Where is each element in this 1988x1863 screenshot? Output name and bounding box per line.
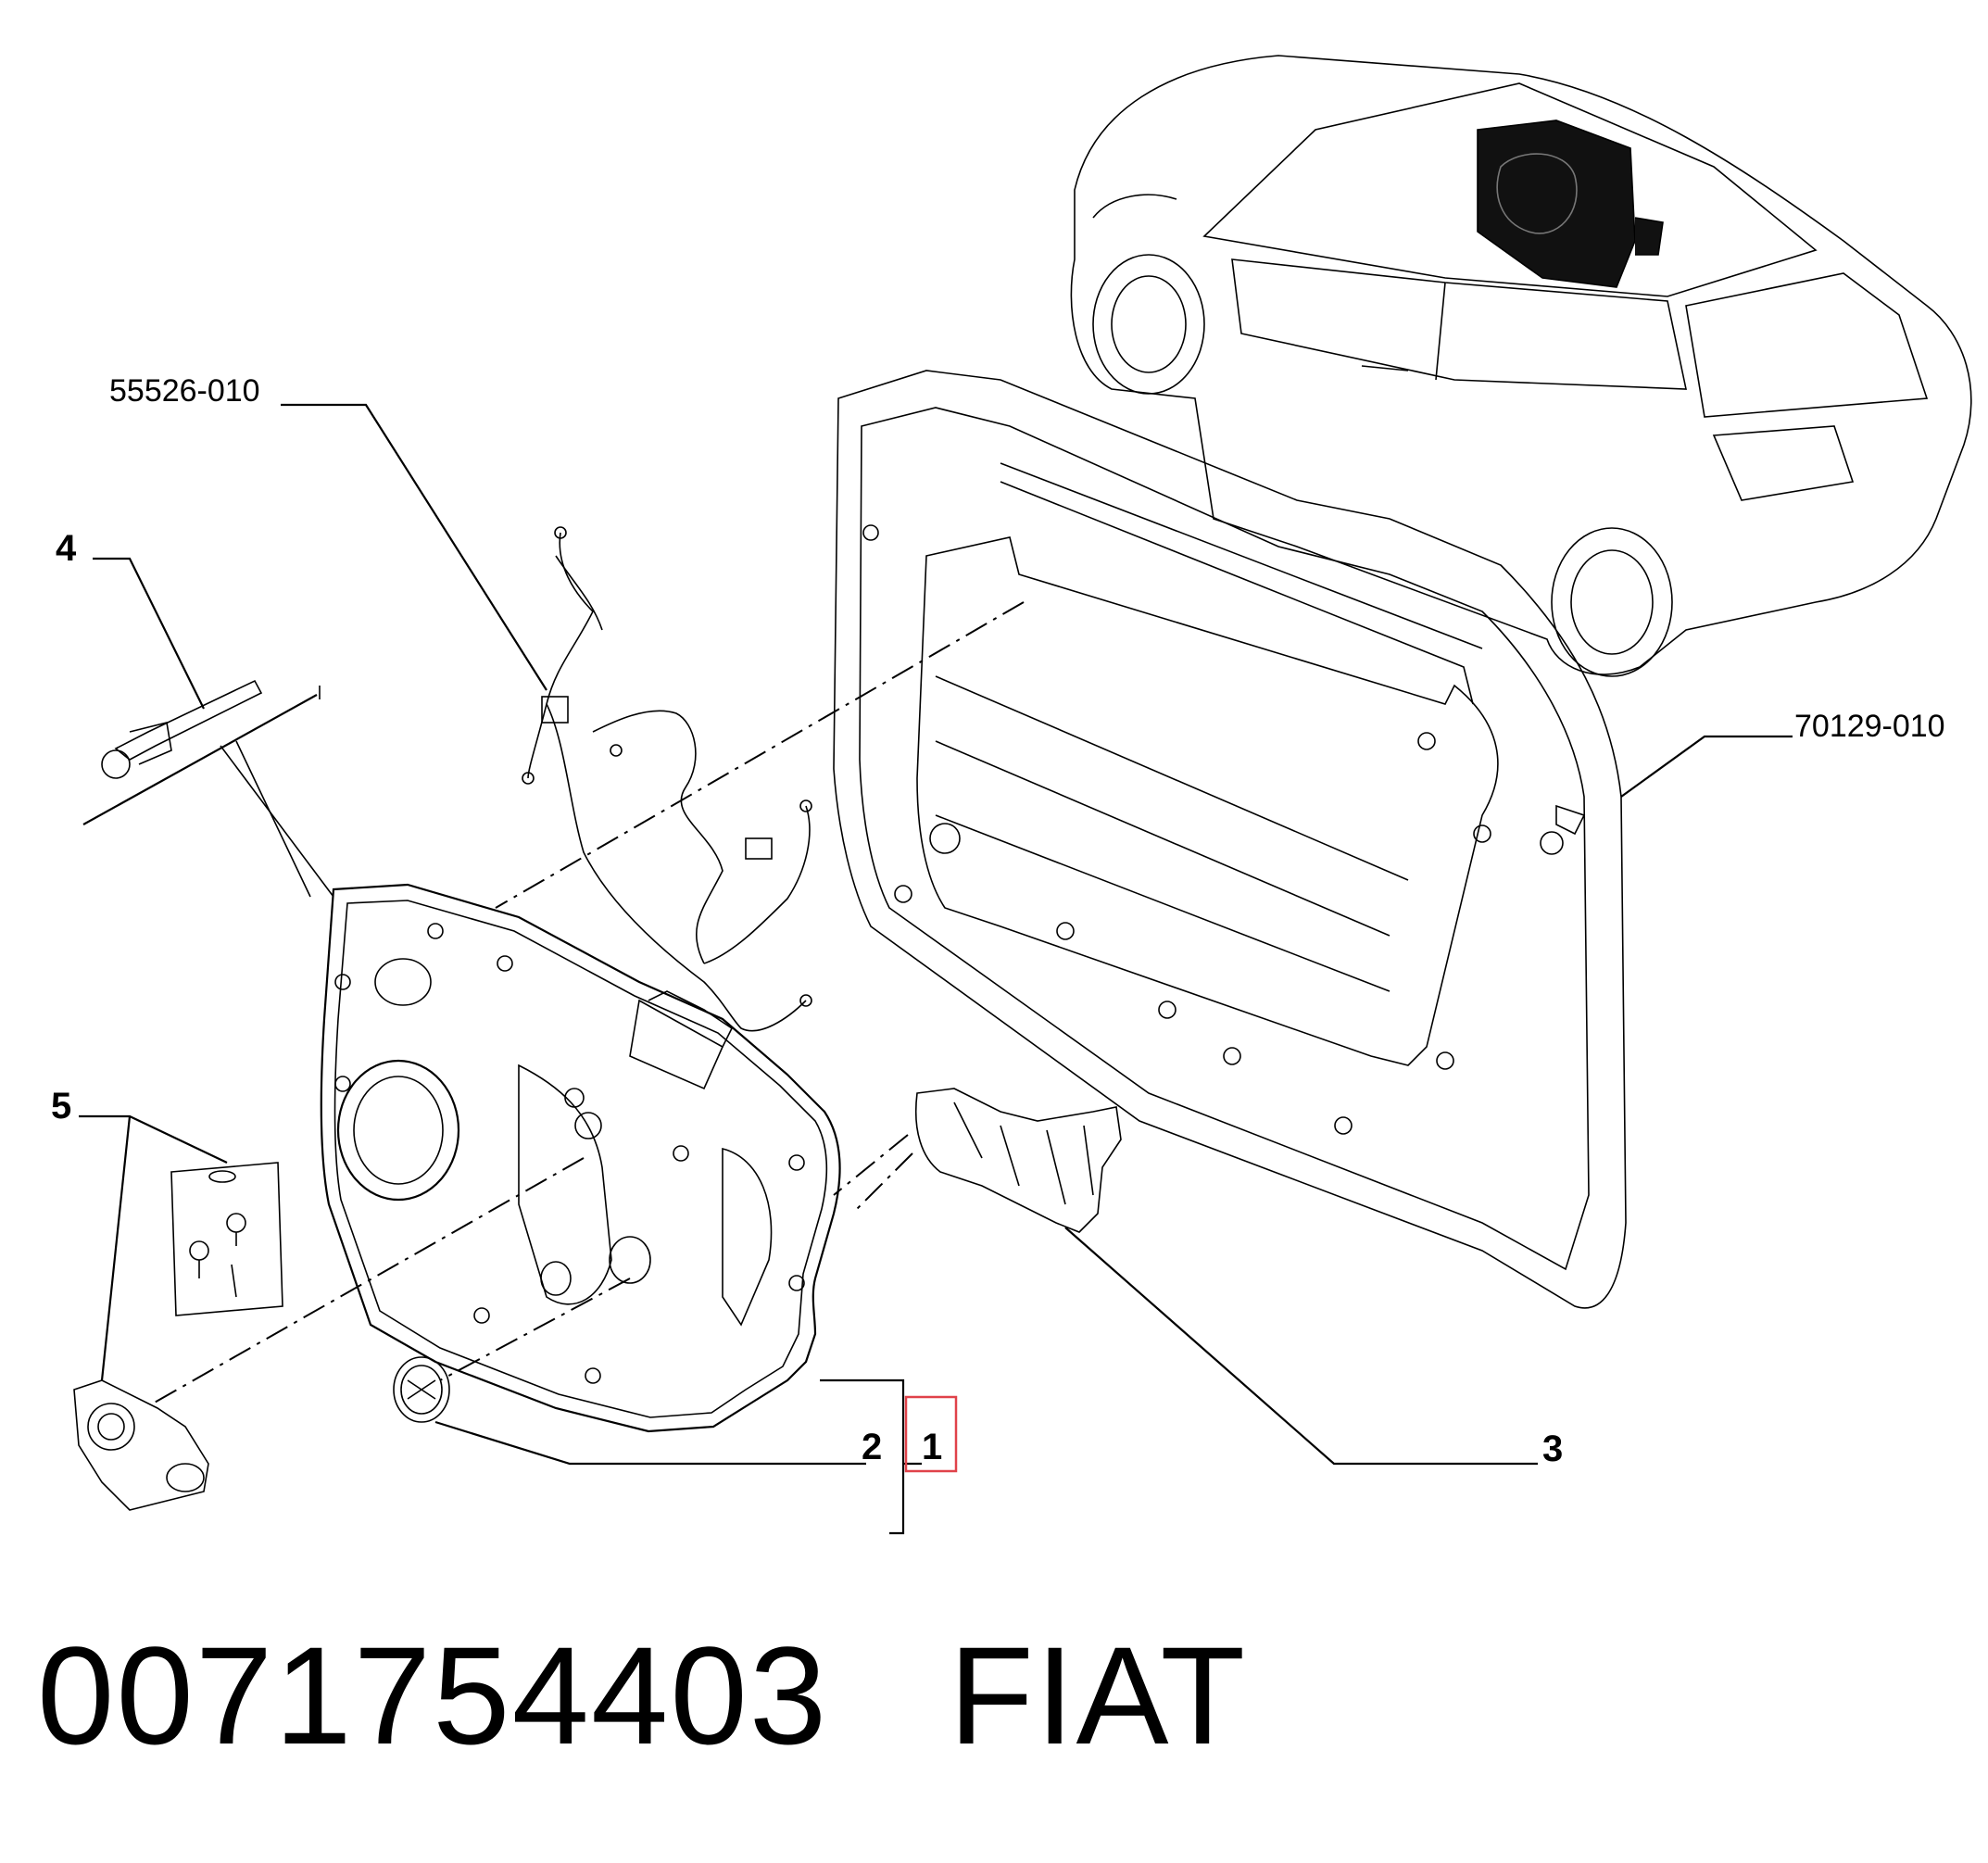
leader-lines [79, 403, 1793, 1535]
wiring-harness-illustration [522, 526, 812, 1032]
grommet-illustration [393, 1356, 450, 1423]
door-part-code: 70129-010 [1794, 709, 1945, 744]
callout-4: 4 [56, 528, 77, 569]
regulator-panel-illustration [320, 883, 841, 1433]
callout-3: 3 [1542, 1429, 1563, 1469]
callout-1: 1 [922, 1427, 942, 1467]
highlight-box [904, 1395, 958, 1473]
motor-illustration [73, 1379, 209, 1511]
alignment-lines [152, 601, 1025, 1404]
callout-2: 2 [862, 1427, 882, 1467]
callout-5: 5 [51, 1086, 71, 1127]
bracket-illustration [914, 1088, 1122, 1233]
part-number: 0071754403 [37, 1618, 829, 1773]
harness-part-code: 55526-010 [109, 373, 260, 409]
screw-bag-illustration [170, 1162, 283, 1316]
car-illustration [1070, 55, 1972, 677]
door-frame-illustration [833, 370, 1627, 1309]
rivet-illustration [101, 679, 263, 779]
brand-name: FIAT [949, 1618, 1248, 1773]
